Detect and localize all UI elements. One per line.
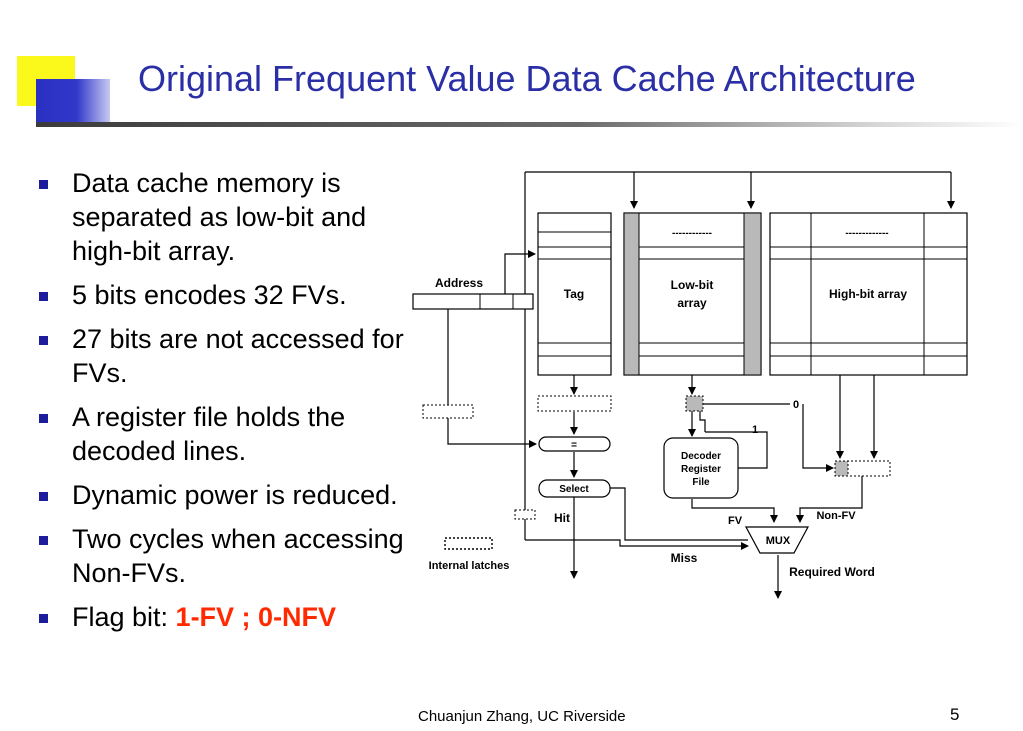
low-bit-array: ------------ Low-bit array: [623, 212, 762, 376]
high-bit-array: ------------- High-bit array: [769, 212, 968, 376]
zero-label: 0: [793, 399, 799, 411]
decoder-label-line2: Register: [681, 464, 721, 475]
bullet-item: Dynamic power is reduced.: [38, 478, 418, 512]
slide-title: Original Frequent Value Data Cache Archi…: [138, 58, 916, 99]
hit-label: Hit: [554, 511, 570, 525]
bullet-text: 5 bits encodes 32 FVs.: [72, 280, 347, 310]
low-bit-dashes: ------------: [672, 228, 712, 239]
address-lines: [447, 250, 537, 448]
fv-label: FV: [728, 515, 743, 527]
bullet-text: A register file holds the decoded lines.: [72, 402, 346, 466]
mux-block: [744, 526, 810, 554]
decoder-register-file: [663, 437, 739, 499]
miss-label: Miss: [671, 551, 698, 565]
high-bit-dashes: -------------: [845, 228, 888, 239]
address-register: Address: [412, 276, 534, 310]
tag-label: Tag: [564, 287, 584, 301]
bullet-text: 27 bits are not accessed for FVs.: [72, 324, 404, 388]
required-word-label: Required Word: [789, 565, 875, 579]
top-feed-lines: [524, 171, 955, 540]
bullet-square-icon: [39, 336, 48, 345]
bullet-text: Two cycles when accessing Non-FVs.: [72, 524, 404, 588]
bullet-square-icon: [39, 292, 48, 301]
bullet-text: Flag bit:: [72, 602, 176, 632]
page-number: 5: [950, 705, 960, 724]
high-bit-label: High-bit array: [829, 287, 907, 301]
non-fv-label: Non-FV: [816, 510, 856, 522]
bullet-square-icon: [39, 536, 48, 545]
bullet-item: Data cache memory is separated as low-bi…: [38, 166, 418, 268]
low-bit-output-lines: [688, 375, 878, 599]
bullet-text: Data cache memory is separated as low-bi…: [72, 168, 367, 266]
select-to-mux-lines: [525, 487, 749, 550]
bullet-item: Two cycles when accessing Non-FVs.: [38, 522, 418, 590]
comparator-label: =: [571, 440, 577, 451]
decoder-label-line1: Decoder: [681, 451, 721, 462]
select-label: Select: [559, 484, 589, 495]
comparator-box: [538, 436, 611, 452]
mux-label: MUX: [766, 535, 791, 547]
low-bit-latch: [685, 395, 704, 412]
one-label: 1: [752, 424, 758, 436]
low-bit-label-line2: array: [677, 296, 707, 310]
decoder-label-line3: File: [692, 477, 710, 488]
title-decoration-blue: [36, 79, 110, 123]
hit-latch: [514, 509, 536, 520]
internal-latches-label: Internal latches: [429, 560, 510, 572]
tag-array: Tag: [537, 212, 612, 376]
bullet-square-icon: [39, 414, 48, 423]
flag-bit-highlight: 1-FV ; 0-NFV: [175, 602, 337, 632]
bullet-list: Data cache memory is separated as low-bi…: [38, 166, 418, 644]
internal-latch-legend-box: [444, 537, 493, 550]
high-bit-latch-flag: [834, 460, 849, 477]
bullet-item: 5 bits encodes 32 FVs.: [38, 278, 418, 312]
low-bit-label-line1: Low-bit: [671, 278, 714, 292]
bullet-item: A register file holds the decoded lines.: [38, 400, 418, 468]
bullet-square-icon: [39, 180, 48, 189]
footer-author: Chuanjun Zhang, UC Riverside: [418, 708, 626, 725]
bullet-item: Flag bit: 1-FV ; 0-NFV: [38, 600, 418, 634]
bullet-item: 27 bits are not accessed for FVs.: [38, 322, 418, 390]
tag-latch: [537, 395, 612, 412]
title-rule: [36, 122, 1023, 127]
address-label: Address: [435, 276, 483, 290]
bullet-square-icon: [39, 492, 48, 501]
address-latch: [422, 404, 474, 419]
bullet-square-icon: [39, 614, 48, 623]
bullet-text: Dynamic power is reduced.: [72, 480, 398, 510]
